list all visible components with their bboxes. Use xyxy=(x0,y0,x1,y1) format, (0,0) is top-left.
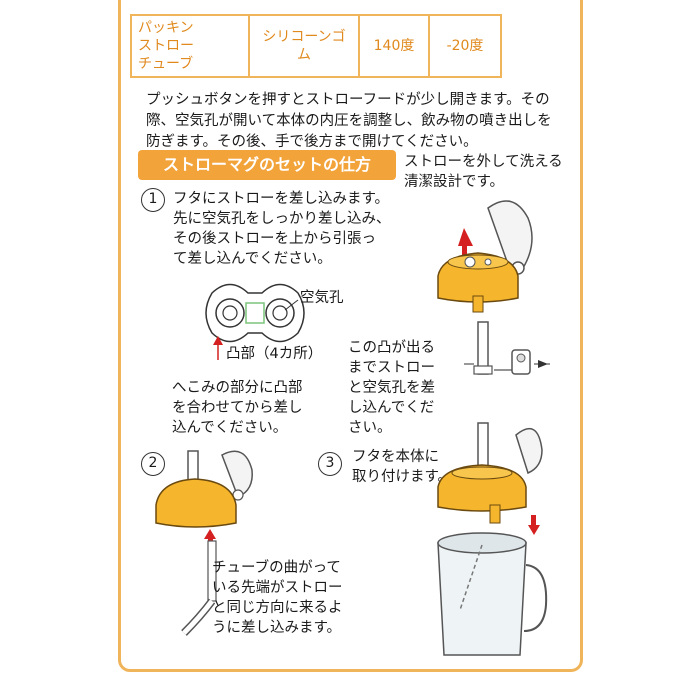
bump-note: この凸が出る までストロー と空気孔を差 し込んでくだ さい。 xyxy=(348,340,435,436)
spec-heat-cell: 140度 xyxy=(358,14,430,78)
step2-number: 2 xyxy=(141,452,165,476)
spec-table: パッキン ストロー チューブ シリコーンゴム 140度 -20度 xyxy=(130,14,502,78)
table-row: パッキン ストロー チューブ シリコーンゴム 140度 -20度 xyxy=(130,14,502,78)
page-frame xyxy=(118,0,583,672)
air-hole-label: 空気孔 xyxy=(300,290,344,306)
packing-diagram xyxy=(205,283,305,343)
lid-straw-illustration xyxy=(155,450,253,636)
mug-assembly-illustration xyxy=(437,422,548,656)
spec-part-cell: パッキン ストロー チューブ xyxy=(130,14,250,78)
bump-label: 凸部（4カ所） xyxy=(226,346,323,362)
step1-text: フタにストローを差し込みます。 先に空気孔をしっかり差し込み、 その後ストローを… xyxy=(173,191,391,267)
side-note: ストローを外して洗える 清潔設計です。 xyxy=(404,154,563,190)
step3-text: フタを本体に 取り付けます。 xyxy=(352,449,453,485)
section-title: ストローマグのセットの仕方 xyxy=(138,150,396,180)
intro-text: プッシュボタンを押すとストローフードが少し開きます。その際、空気孔が開いて本体の… xyxy=(146,92,552,150)
straw-parts-illustration xyxy=(464,321,550,375)
step3-number: 3 xyxy=(318,452,342,476)
lid-open-illustration xyxy=(437,200,533,313)
spec-material-cell: シリコーンゴム xyxy=(248,14,360,78)
arrow-up-icon xyxy=(213,336,223,360)
step1-number: 1 xyxy=(141,188,165,212)
spec-cold-cell: -20度 xyxy=(428,14,502,78)
step2-text: チューブの曲がって いる先端がストロー と同じ方向に来るよ うに差し込みます。 xyxy=(212,560,343,636)
step1-note: へこみの部分に凸部 を合わせてから差し 込んでください。 xyxy=(172,380,303,436)
